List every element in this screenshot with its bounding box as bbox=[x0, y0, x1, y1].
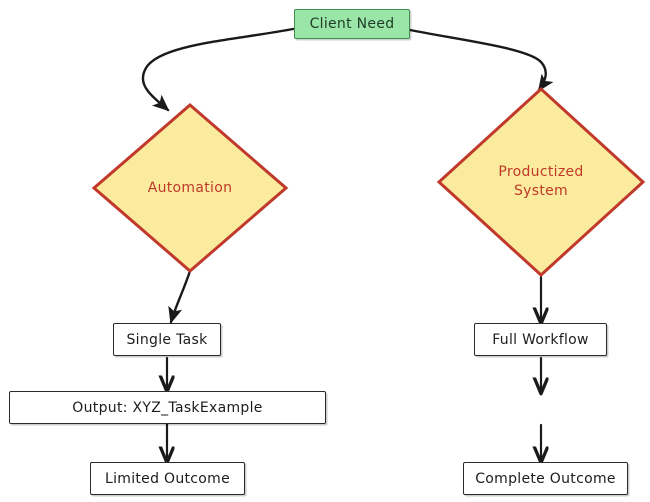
node-output-task[interactable]: Output: XYZ_TaskExample bbox=[9, 391, 326, 424]
edge-automation-to-single-task bbox=[168, 269, 192, 324]
automation-diamond-shape bbox=[91, 103, 289, 273]
node-output-task-label: Output: XYZ_TaskExample bbox=[72, 399, 263, 416]
node-complete-outcome-label: Complete Outcome bbox=[475, 470, 616, 487]
productized-system-diamond-shape bbox=[436, 86, 646, 278]
node-client-need-label: Client Need bbox=[309, 16, 395, 32]
node-automation[interactable]: Automation bbox=[91, 102, 289, 274]
node-full-workflow[interactable]: Full Workflow bbox=[474, 323, 607, 356]
edge-client-need-to-automation bbox=[141, 27, 295, 112]
node-full-workflow-label: Full Workflow bbox=[492, 331, 589, 348]
node-complete-outcome[interactable]: Complete Outcome bbox=[463, 462, 628, 495]
node-client-need[interactable]: Client Need bbox=[294, 9, 410, 39]
node-single-task[interactable]: Single Task bbox=[113, 323, 221, 356]
edge-client-need-to-productized-system bbox=[408, 28, 554, 92]
node-productized-system[interactable]: Productized System bbox=[436, 86, 646, 278]
node-single-task-label: Single Task bbox=[126, 331, 208, 348]
node-limited-outcome-label: Limited Outcome bbox=[104, 470, 231, 487]
node-limited-outcome[interactable]: Limited Outcome bbox=[90, 462, 245, 495]
